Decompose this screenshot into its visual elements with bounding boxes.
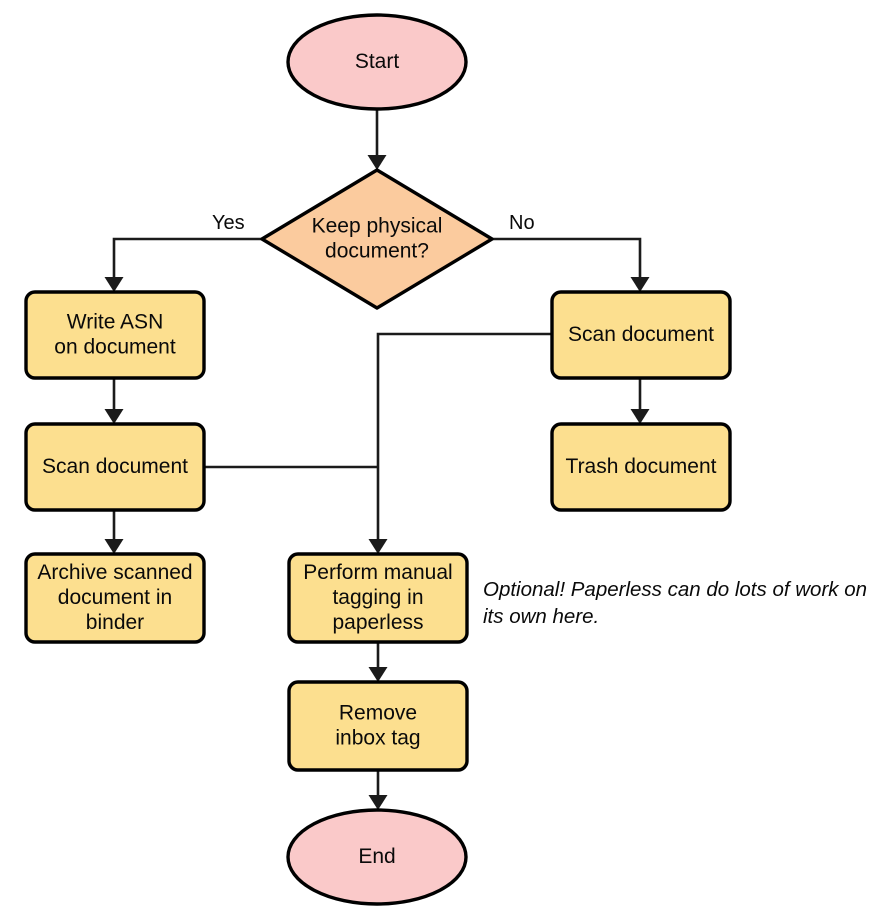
node-label-line: Keep physical [312,214,443,237]
process-box [287,552,469,644]
node-label-line: document? [325,239,429,262]
edge-arrowhead [368,795,388,810]
edge-arrowhead [630,277,650,292]
node-label-line: Remove [339,701,417,724]
edge-line [492,237,642,285]
terminator-ellipse [286,13,468,111]
node-label-line: Write ASN [67,310,163,333]
node-trash-document[interactable]: Trash document [550,422,732,512]
node-label: Scan document [42,455,188,478]
node-label-line: document in [58,586,172,609]
node-label-line: tagging in [332,586,423,609]
node-label-line: Scan document [42,455,188,478]
node-label-line: Scan document [568,323,714,346]
edge-decision-yes-to-write-asn: Yes [104,212,262,292]
node-label: Start [355,50,400,73]
annotation-line: Optional! Paperless can do lots of work … [483,578,867,601]
process-box [24,290,206,380]
edge-start-to-decision [367,109,387,170]
node-label-line: binder [86,611,144,634]
edge-arrowhead [104,277,124,292]
node-label: Trash document [566,455,717,478]
edge-write-asn-to-scan-left [104,378,124,424]
node-start[interactable]: Start [286,13,468,111]
node-label-line: End [358,845,395,868]
edge-decision-no-to-scan-right: No [492,212,650,292]
edge-manual-tagging-to-remove-inbox [368,642,388,682]
edge-arrowhead [368,539,388,554]
process-box [24,552,206,644]
edge-arrowhead [104,409,124,424]
node-end[interactable]: End [286,808,468,906]
node-label-line: Perform manual [303,561,452,584]
process-box [550,422,732,512]
edge-arrowhead [368,667,388,682]
node-label-line: Archive scanned [37,561,192,584]
edge-arrowhead [367,155,387,170]
edge-remove-inbox-to-end [368,770,388,810]
node-label: End [358,845,395,868]
node-label-line: inbox tag [335,726,420,749]
annotations-layer: Optional! Paperless can do lots of work … [483,578,867,628]
edges-layer: Yes No [104,109,650,810]
process-box [287,680,469,772]
process-box [24,422,206,512]
process-box [550,290,732,380]
node-label-line: on document [54,335,176,358]
edge-label-no: No [509,212,535,234]
node-label-line: Trash document [566,455,717,478]
edge-arrowhead [104,539,124,554]
decision-diamond [260,168,494,310]
annotation-line: its own here. [483,605,599,628]
edge-scan-right-to-manual-tagging [368,332,552,554]
node-scan-document-left[interactable]: Scan document [24,422,206,512]
node-label-line: paperless [332,611,423,634]
edge-line [112,237,262,285]
node-scan-document-right[interactable]: Scan document [550,290,732,380]
terminator-ellipse [286,808,468,906]
node-label-line: Start [355,50,400,73]
node-label: Scan document [568,323,714,346]
edge-scan-left-to-archive [104,510,124,554]
edge-label-yes: Yes [212,212,245,234]
annotation-optional-note: Optional! Paperless can do lots of work … [483,578,867,628]
edge-arrowhead [630,409,650,424]
edge-line [376,332,552,547]
edge-scan-right-to-trash [630,378,650,424]
